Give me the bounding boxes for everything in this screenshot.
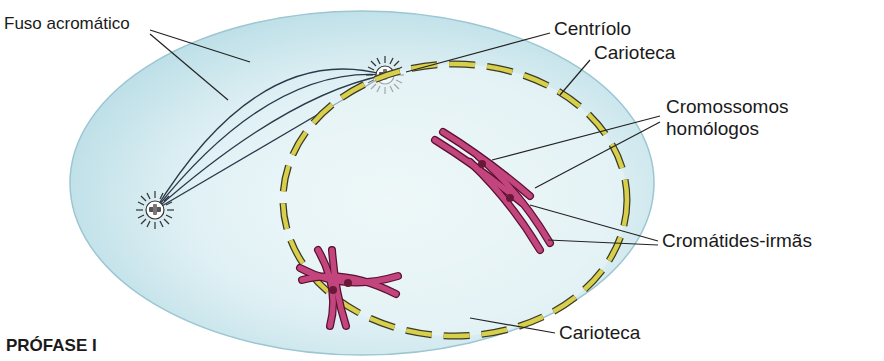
structure-label: Cromossomos homólogos <box>666 96 836 140</box>
chromosomes <box>300 132 550 326</box>
leader-lines <box>150 30 660 333</box>
phase-title: PRÓFASE I <box>6 336 97 356</box>
structure-label: Centríolo <box>554 18 631 40</box>
structure-label: Fuso acromático <box>4 14 130 34</box>
nuclear-envelope <box>283 64 627 336</box>
nuclear-envelope-outline <box>283 64 627 336</box>
structure-label: Carioteca <box>559 322 640 344</box>
structure-label: Cromátides-irmãs <box>662 230 812 252</box>
structure-label: Carioteca <box>594 42 675 64</box>
centriole <box>136 191 174 229</box>
cell-membrane <box>70 11 654 355</box>
